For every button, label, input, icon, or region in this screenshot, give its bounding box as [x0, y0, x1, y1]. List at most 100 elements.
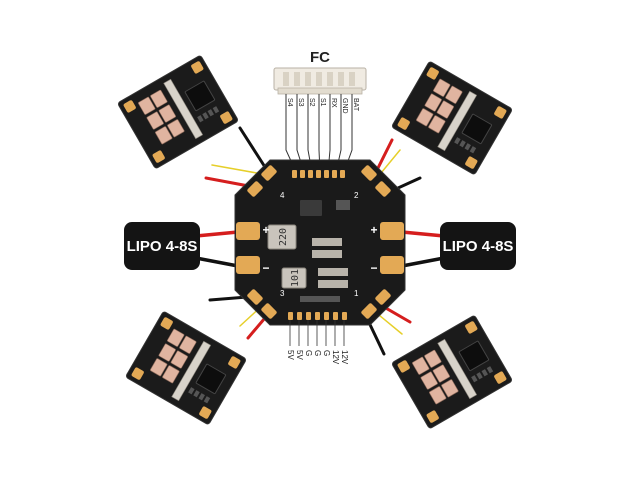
esc-mcu — [458, 340, 490, 372]
esc-component — [207, 109, 214, 117]
motor-pads — [247, 165, 391, 319]
power-pad — [306, 312, 311, 320]
esc-component — [486, 366, 494, 374]
signal-pad — [340, 170, 345, 178]
esc-corner-pad — [191, 61, 204, 74]
fc-title: FC — [310, 49, 330, 66]
esc-mosfet — [412, 356, 430, 375]
power-pad — [324, 312, 329, 320]
battery-label: LIPO 4-8S — [443, 238, 514, 255]
esc-mosfet — [158, 343, 176, 362]
esc-mosfet — [167, 328, 185, 347]
esc-corner-pad — [397, 117, 410, 130]
plus-sign: + — [262, 223, 269, 237]
esc-component — [471, 375, 478, 383]
esc-component — [459, 140, 466, 148]
pin-label: S1 — [319, 98, 326, 107]
esc-board-top-left — [118, 55, 238, 169]
power-pin-labels: 5V 5V G G G 12V 12V — [286, 350, 349, 365]
esc-pcb — [126, 311, 246, 425]
esc-connector — [437, 90, 478, 152]
esc-component — [202, 112, 209, 120]
esc-corner-pad — [465, 321, 478, 334]
esc-mosfet — [441, 379, 459, 398]
esc-mosfet — [170, 350, 188, 369]
esc-corner-pad — [199, 406, 212, 419]
esc-mosfet — [155, 126, 173, 145]
esc-mosfet — [158, 104, 176, 123]
connector-slot — [327, 72, 333, 86]
esc-pcb — [118, 55, 238, 169]
pin-label: BAT — [352, 98, 359, 112]
esc-corner-pad — [220, 111, 233, 124]
esc-board-bottom-left — [126, 311, 246, 425]
inductor-220: 220 — [267, 224, 297, 250]
esc-component — [454, 137, 461, 145]
esc-corner-pad — [494, 371, 507, 384]
esc-board-top-right — [392, 61, 512, 175]
power-pin-label: G — [313, 350, 322, 356]
pin-label: RX — [330, 98, 337, 108]
motor-number: 2 — [354, 191, 359, 200]
esc-mosfet — [162, 365, 180, 384]
esc-component — [464, 143, 471, 151]
esc-mosfet — [416, 108, 434, 127]
esc-corner-pad — [131, 367, 144, 380]
power-pads — [288, 312, 347, 346]
pdb-board: 220 101 + − + − 4 2 3 1 — [234, 159, 406, 346]
esc-component — [193, 390, 200, 398]
esc-mosfet — [150, 358, 168, 377]
power-pad — [297, 312, 302, 320]
connector-slot — [349, 72, 355, 86]
fc-pin-labels: S4 S3 S2 S1 RX GND BAT — [286, 98, 359, 114]
signal-pad — [292, 170, 297, 178]
power-pin-label: 12V — [340, 350, 349, 365]
power-pin-label: 5V — [286, 350, 295, 360]
esc-mosfet — [424, 93, 442, 112]
esc-mosfet — [429, 386, 447, 405]
inductor-101: 101 — [281, 267, 307, 289]
esc-connector — [171, 340, 212, 402]
esc-corner-pad — [160, 317, 173, 330]
minus-sign: − — [262, 261, 269, 275]
esc-mosfet — [138, 96, 156, 115]
esc-mosfet — [167, 119, 185, 138]
motor-number: 1 — [354, 289, 359, 298]
power-pad — [342, 312, 347, 320]
battery-wires — [194, 230, 446, 268]
connector-slot — [294, 72, 300, 86]
esc-mosfet — [146, 111, 164, 130]
esc-mosfet — [150, 89, 168, 108]
esc-component — [469, 146, 477, 154]
esc-component — [476, 372, 483, 380]
power-pad — [333, 312, 338, 320]
esc-pcb — [392, 61, 512, 175]
esc-corner-pad — [397, 360, 410, 373]
esc-mosfet — [424, 349, 442, 368]
esc-mcu — [195, 363, 227, 395]
connector-slot — [338, 72, 344, 86]
esc-mosfet — [445, 85, 463, 104]
esc-mcu — [184, 80, 216, 112]
battery-label: LIPO 4-8S — [127, 238, 198, 255]
signal-pad — [300, 170, 305, 178]
esc-mosfet — [432, 364, 450, 383]
esc-mcu — [461, 113, 493, 145]
esc-mosfet — [179, 335, 197, 354]
motor-number: 3 — [280, 289, 285, 298]
signal-pad — [308, 170, 313, 178]
signal-pad — [332, 170, 337, 178]
pin-label: GND — [341, 98, 348, 114]
pin-label: S2 — [308, 98, 315, 107]
connector-slot — [316, 72, 322, 86]
connector-slot — [283, 72, 289, 86]
power-pad — [288, 312, 293, 320]
esc-connector — [163, 78, 204, 140]
esc-component — [198, 393, 205, 401]
esc-mosfet — [428, 115, 446, 134]
esc-connector — [437, 338, 478, 400]
fc-connector — [273, 67, 367, 95]
esc-corner-pad — [228, 356, 241, 369]
motor-number: 4 — [280, 191, 285, 200]
